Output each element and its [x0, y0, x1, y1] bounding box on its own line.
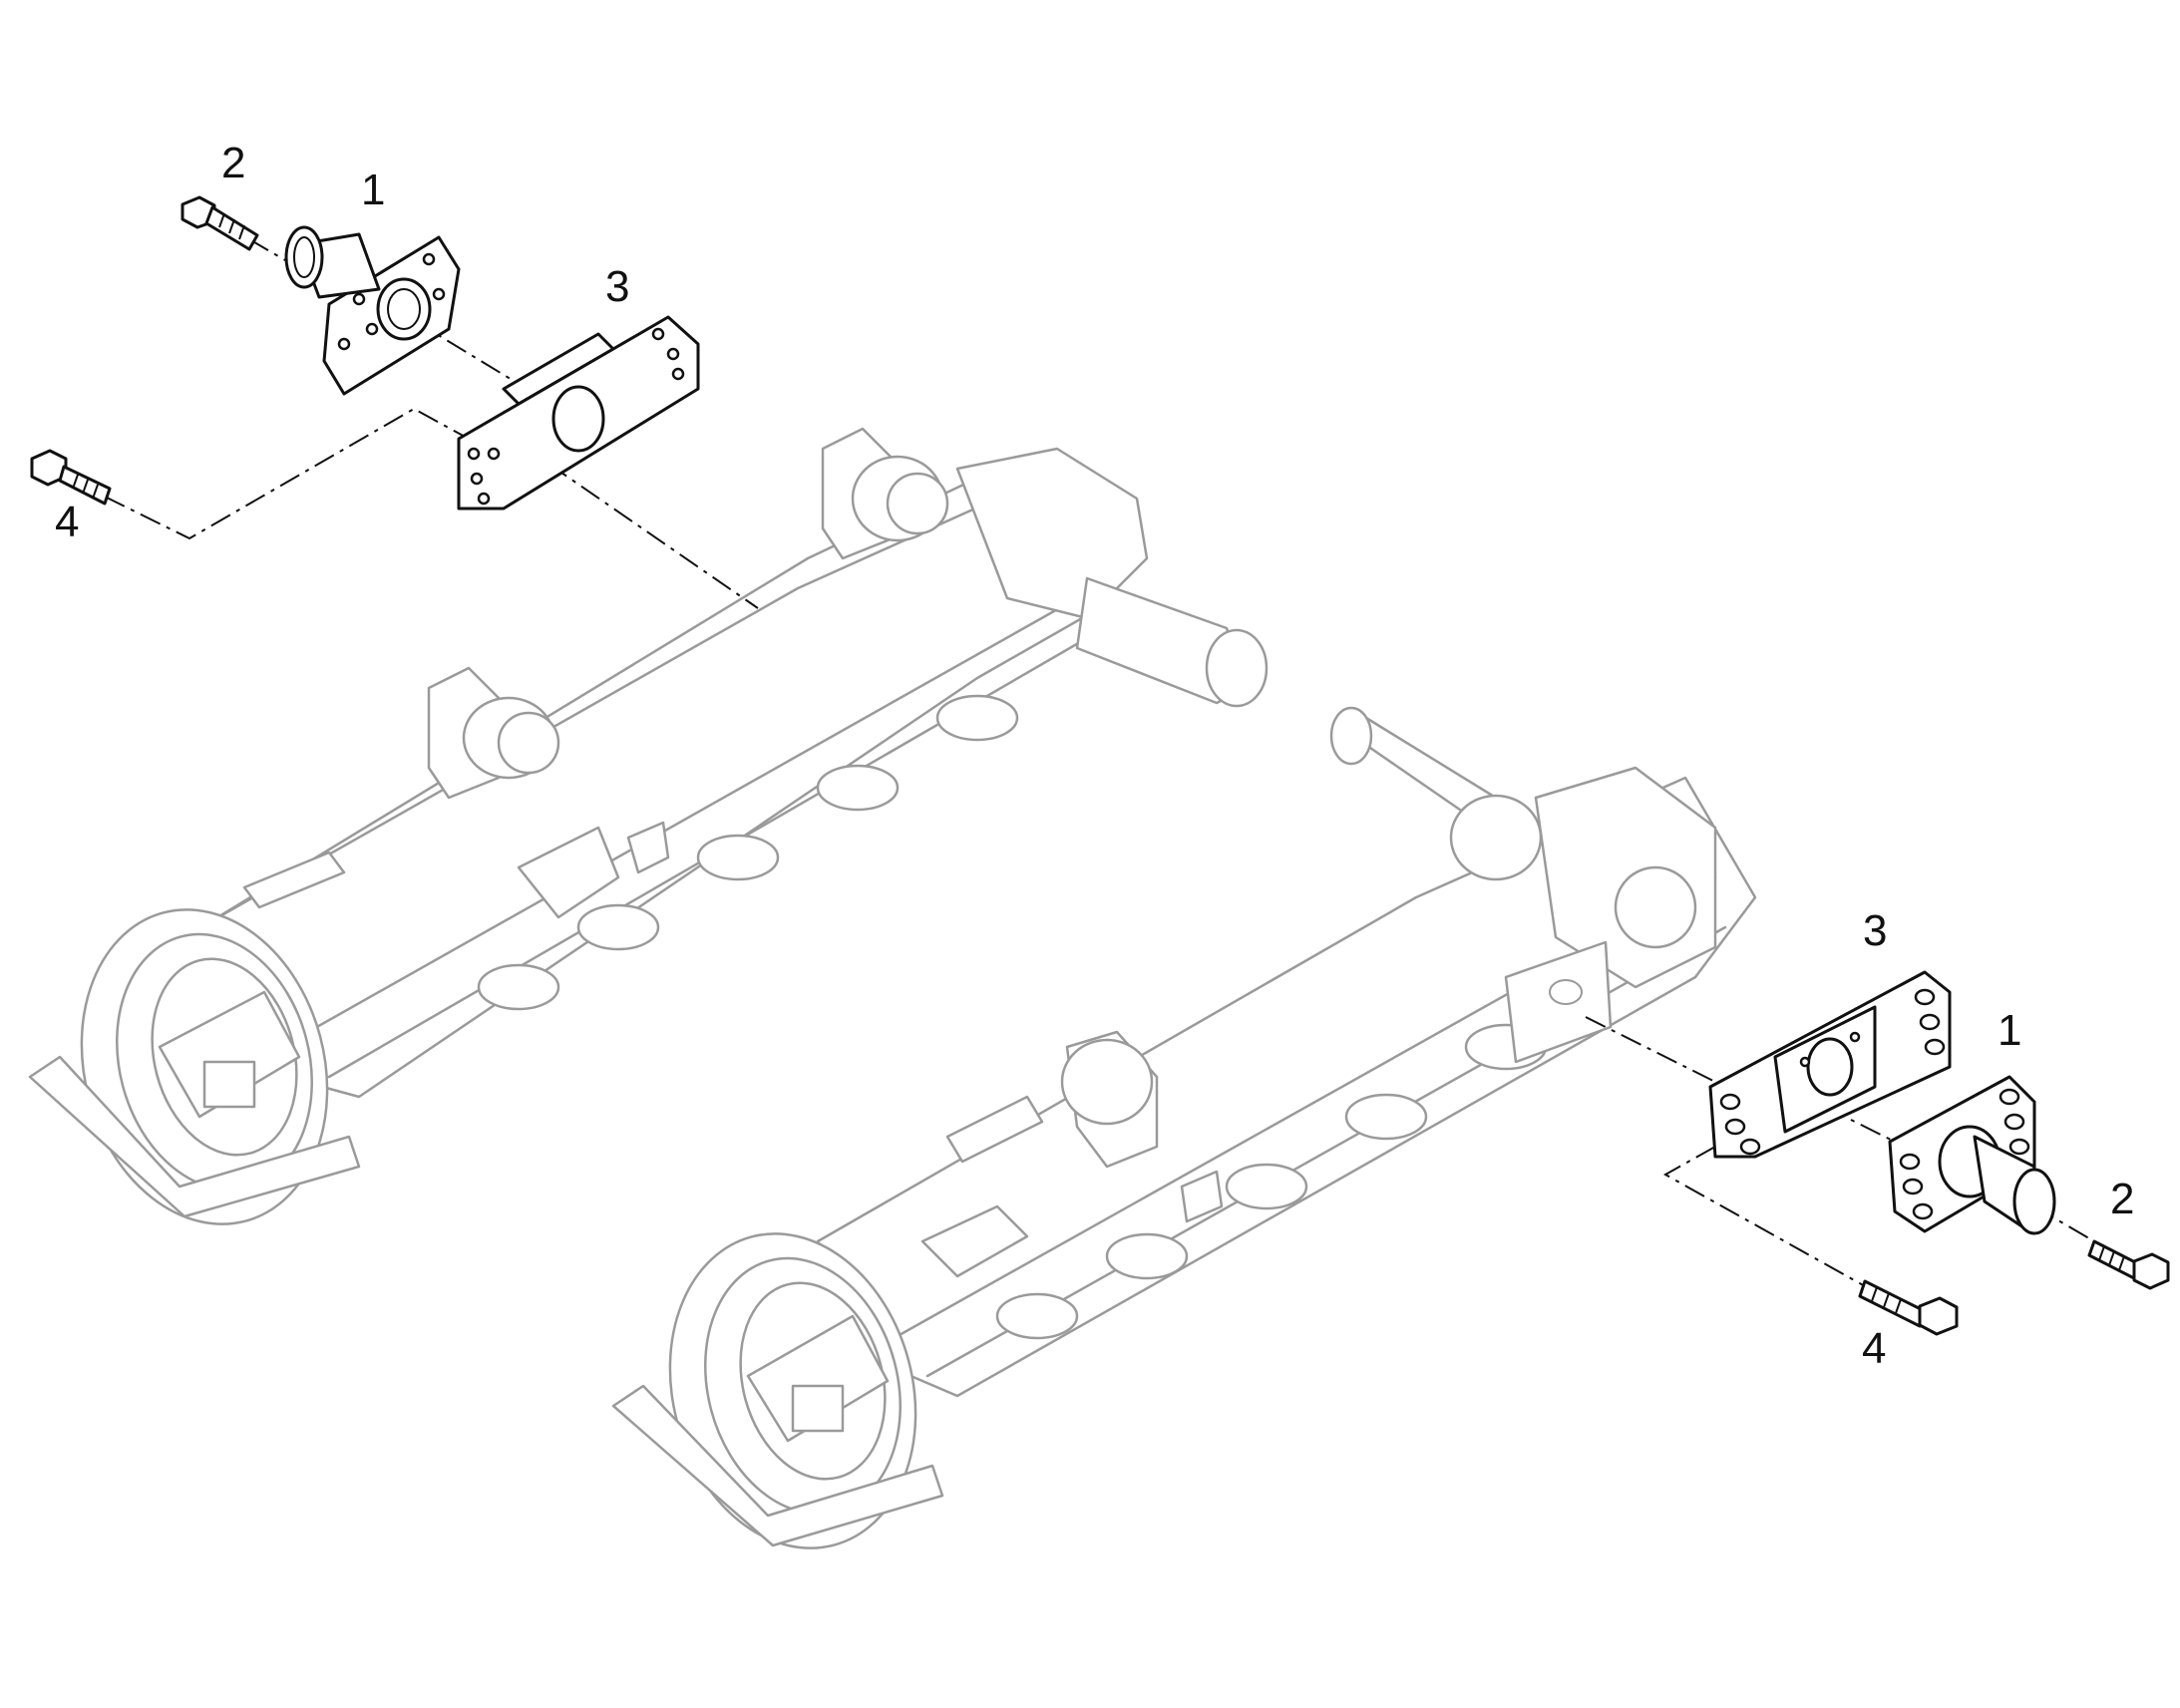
right-leader-frame-to-part3 [1585, 1016, 1716, 1083]
callout-left-1: 1 [361, 166, 385, 214]
right-bolt-part-4[interactable] [1858, 1279, 1959, 1336]
callout-right-4: 4 [1862, 1324, 1886, 1373]
right-leader-part4 [1662, 1146, 1866, 1287]
callout-left-2: 2 [221, 139, 245, 187]
right-bolt-part-2[interactable] [2087, 1239, 2170, 1290]
callout-right-1: 1 [1998, 1006, 2021, 1055]
right-track-frame [611, 706, 1757, 1549]
left-pin-flange-part-1[interactable] [284, 225, 461, 396]
right-pin-flange-part-1[interactable] [1888, 1075, 2056, 1235]
left-leader-part4 [104, 407, 470, 540]
left-plate-part-3[interactable] [457, 315, 700, 511]
left-track-frame [28, 427, 1269, 1225]
callout-left-3: 3 [605, 262, 629, 311]
left-leader-part3-to-frame [547, 463, 759, 609]
right-plate-part-3[interactable] [1708, 970, 1952, 1159]
callout-right-3: 3 [1863, 906, 1887, 955]
left-leader-part1-to-part3 [378, 298, 520, 385]
left-bolt-part-4[interactable] [30, 449, 112, 506]
left-bolt-part-2[interactable] [181, 195, 259, 251]
callout-left-4: 4 [55, 498, 79, 546]
callout-right-2: 2 [2110, 1175, 2134, 1223]
